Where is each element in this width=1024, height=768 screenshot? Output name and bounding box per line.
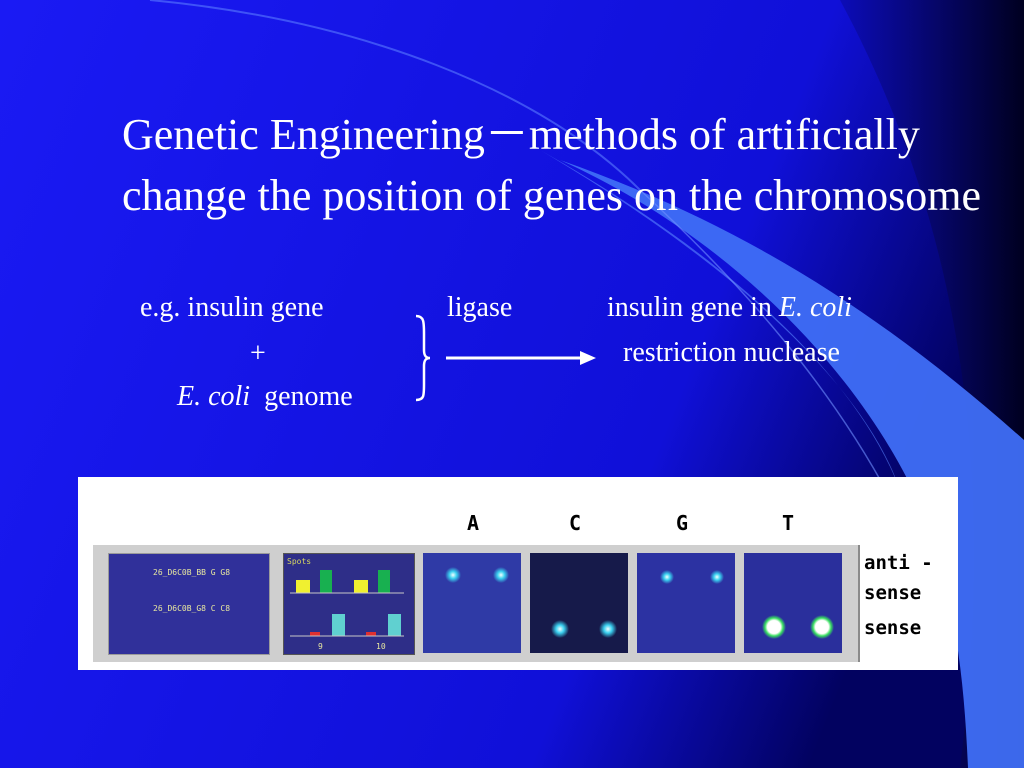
list-line-2: 26_D6C0B_G8 C C8 bbox=[153, 604, 231, 613]
reaction-reactant-genome: E. coli genome bbox=[177, 381, 353, 413]
reaction-plus: + bbox=[250, 338, 266, 369]
row-label-sense-1: sense bbox=[864, 582, 922, 604]
list-line-1: 26_D6C0B_BB G G8 bbox=[153, 568, 231, 577]
bar-green-1 bbox=[320, 570, 332, 593]
lane-label-a: A bbox=[467, 511, 480, 535]
bar-chart bbox=[290, 570, 404, 637]
bar-axis-label-10: 10 bbox=[376, 642, 386, 651]
lane-g-spots bbox=[660, 570, 724, 584]
bar-yellow-1 bbox=[296, 580, 310, 593]
lane-label-g: G bbox=[676, 511, 689, 535]
arrow-head-icon bbox=[580, 351, 596, 365]
bar-cyan-1 bbox=[332, 614, 345, 636]
lane-t-spots bbox=[762, 615, 834, 639]
genome-word: genome bbox=[264, 381, 353, 412]
reaction-product: insulin gene in E. coli bbox=[607, 292, 852, 324]
lane-label-t: T bbox=[782, 511, 795, 535]
reaction-reactant-insulin: e.g. insulin gene bbox=[140, 292, 324, 323]
bar-panel: Spots 9 10 bbox=[283, 553, 415, 655]
brace-icon bbox=[415, 314, 431, 402]
bar-red-2 bbox=[366, 632, 376, 636]
figure-panel-strip: 26_D6C0B_BB G G8 26_D6C0B_G8 C C8 Spots … bbox=[93, 545, 860, 662]
row-label-sense-2: sense bbox=[864, 617, 922, 639]
lane-a-image bbox=[423, 553, 521, 653]
lane-t-image bbox=[744, 553, 842, 653]
bar-panel-header: Spots bbox=[287, 557, 312, 566]
product-prefix: insulin gene in bbox=[607, 292, 772, 323]
reaction-brace-arrow bbox=[415, 314, 596, 402]
list-panel: 26_D6C0B_BB G G8 26_D6C0B_G8 C C8 bbox=[108, 553, 270, 655]
ecoli-italic: E. coli bbox=[177, 381, 251, 412]
bar-green-2 bbox=[378, 570, 390, 593]
lane-label-c: C bbox=[569, 511, 582, 535]
bar-red-1 bbox=[310, 632, 320, 636]
reaction-enzyme-bottom: restriction nuclease bbox=[623, 337, 840, 368]
product-ecoli-italic: E. coli bbox=[778, 292, 852, 323]
bar-yellow-2 bbox=[354, 580, 368, 593]
slide-title: Genetic Engineering－methods of artificia… bbox=[122, 110, 982, 220]
lane-a-spots bbox=[445, 567, 509, 583]
bar-axis-label-9: 9 bbox=[318, 642, 323, 651]
bar-cyan-2 bbox=[388, 614, 401, 636]
row-label-anti: anti - bbox=[864, 552, 933, 574]
lane-c-image bbox=[530, 553, 628, 653]
lane-g-image bbox=[637, 553, 735, 653]
sequencing-figure: A C G T 26_D6C0B_BB G G8 26_D6C0B_G8 C C… bbox=[78, 477, 958, 670]
reaction-enzyme-top: ligase bbox=[447, 292, 513, 323]
lane-c-spots bbox=[551, 620, 617, 638]
